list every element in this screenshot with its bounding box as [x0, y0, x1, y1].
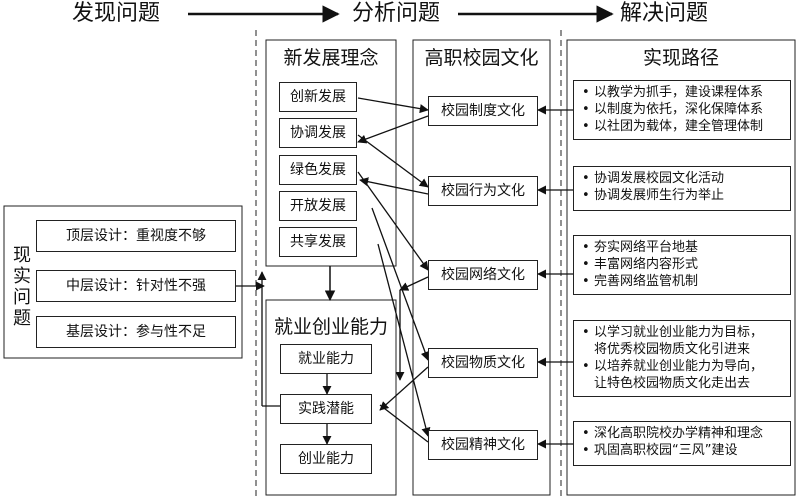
- path-box-institution: • 以教学为抓手，建设课程体系 • 以制度为依托，深化保障体系 • 以社团为载体，建全管理…: [573, 80, 791, 140]
- path-line: • 丰富网络内容形式: [582, 256, 790, 273]
- path-box-network: • 夯实网络平台地基 • 丰富网络内容形式 • 完善网络监管机制: [573, 235, 791, 295]
- bullet-icon: •: [582, 119, 590, 134]
- path-line-text: 将优秀校园物质文化引进来: [594, 342, 751, 357]
- path-line-text: 夯实网络平台地基: [594, 240, 699, 255]
- culture-spirit: 校园精神文化: [428, 430, 538, 460]
- bullet-icon: •: [582, 426, 590, 441]
- concept-open: 开放发展: [279, 191, 357, 221]
- path-line: • 以制度为依托，深化保障体系: [582, 101, 790, 118]
- path-line-text: 丰富网络内容形式: [594, 257, 699, 272]
- reality-item-label: 中层设计: [66, 278, 122, 294]
- concept-coordination: 协调发展: [279, 118, 357, 148]
- ability-practice: 实践潜能: [280, 394, 372, 424]
- path-line-text: 协调发展师生行为举止: [594, 188, 725, 203]
- path-line-text: 以制度为依托，深化保障体系: [594, 102, 764, 117]
- stage-label-discover: 发现问题: [72, 1, 161, 26]
- path-box-material: • 以学习就业创业能力为目标， 将优秀校园物质文化引进来 • 以培养就业创业能力为导向，…: [573, 320, 791, 397]
- bullet-icon: •: [582, 171, 590, 186]
- concept-sharing: 共享发展: [279, 227, 357, 257]
- path-line: • 以社团为载体，建全管理体制: [582, 118, 790, 135]
- path-line-text: 以培养就业创业能力为导向，: [594, 359, 764, 374]
- path-line-text: 巩固高职校园“三风”建设: [594, 443, 738, 458]
- path-line: 将优秀校园物质文化引进来: [582, 341, 790, 358]
- bullet-icon: •: [582, 85, 590, 100]
- reality-item-label: 基层设计: [66, 324, 122, 340]
- path-line: • 深化高职院校办学精神和理念: [582, 425, 790, 442]
- paths-frame: [566, 39, 796, 496]
- bullet-icon: •: [582, 443, 590, 458]
- culture-institution: 校园制度文化: [428, 96, 538, 126]
- ability-title: 就业创业能力: [273, 316, 388, 338]
- reality-item-label: 顶层设计: [66, 228, 122, 244]
- bullet-icon: •: [582, 359, 590, 374]
- path-box-spirit: • 深化高职院校办学精神和理念 • 巩固高职校园“三风”建设: [573, 421, 791, 466]
- bullet-icon: •: [582, 102, 590, 117]
- path-line: 让特色校园物质文化走出去: [582, 375, 790, 392]
- bullet-icon: •: [582, 274, 590, 289]
- culture-behavior: 校园行为文化: [428, 176, 538, 206]
- concept-innovation: 创新发展: [279, 82, 357, 112]
- path-line-text: 以社团为载体，建全管理体制: [594, 119, 764, 134]
- paths-title: 实现路径: [642, 47, 719, 69]
- stage-label-solve: 解决问题: [620, 1, 709, 26]
- path-line-text: 深化高职院校办学精神和理念: [594, 426, 764, 441]
- reality-item-text: 针对性不强: [136, 278, 206, 294]
- bullet-icon: •: [582, 188, 590, 203]
- stage-label-analyze: 分析问题: [352, 1, 441, 26]
- reality-item-text: 参与性不足: [136, 324, 206, 340]
- concept-green: 绿色发展: [279, 155, 357, 185]
- path-line: • 夯实网络平台地基: [582, 239, 790, 256]
- reality-item-text: 重视度不够: [136, 228, 206, 244]
- path-line-text: 以教学为抓手，建设课程体系: [594, 85, 764, 100]
- path-line: • 完善网络监管机制: [582, 273, 790, 290]
- path-line-text: 以学习就业创业能力为目标，: [594, 325, 764, 340]
- path-line: • 以学习就业创业能力为目标，: [582, 324, 790, 341]
- bullet-icon: •: [582, 257, 590, 272]
- bullet-icon: •: [582, 325, 590, 340]
- culture-material: 校园物质文化: [428, 348, 538, 378]
- reality-item-top: 顶层设计：重视度不够: [36, 220, 236, 252]
- concepts-title: 新发展理念: [283, 47, 379, 69]
- culture-title: 高职校园文化: [424, 47, 539, 69]
- path-line: • 协调发展师生行为举止: [582, 187, 790, 204]
- path-box-behavior: • 协调发展校园文化活动 • 协调发展师生行为举止: [573, 166, 791, 211]
- path-line: • 以教学为抓手，建设课程体系: [582, 84, 790, 101]
- bullet-icon: •: [582, 240, 590, 255]
- path-line: • 巩固高职校园“三风”建设: [582, 442, 790, 459]
- path-line-text: 完善网络监管机制: [594, 274, 699, 289]
- path-line: • 以培养就业创业能力为导向，: [582, 358, 790, 375]
- culture-network: 校园网络文化: [428, 260, 538, 290]
- ability-employment: 就业能力: [280, 344, 372, 374]
- reality-item-middle: 中层设计：针对性不强: [36, 270, 236, 302]
- ability-entrepreneurship: 创业能力: [280, 444, 372, 474]
- concepts-frame: [265, 39, 397, 267]
- culture-frame: [412, 39, 551, 496]
- reality-item-base: 基层设计：参与性不足: [36, 316, 236, 348]
- path-line-text: 让特色校园物质文化走出去: [594, 376, 751, 391]
- path-line: • 协调发展校园文化活动: [582, 170, 790, 187]
- reality-title: 现实问题: [13, 245, 31, 329]
- path-line-text: 协调发展校园文化活动: [594, 171, 725, 186]
- reality-frame: [3, 205, 243, 359]
